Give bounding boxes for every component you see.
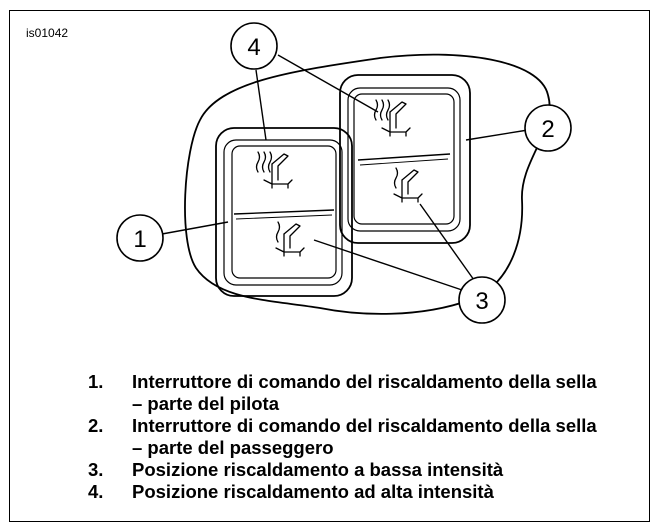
legend: 1. Interruttore di comando del riscaldam… (88, 371, 648, 503)
legend-text: Posizione riscaldamento a bassa intensit… (132, 459, 504, 480)
callout-label: 3 (475, 288, 488, 315)
rider-switch (215, 127, 353, 297)
callout-3: 3 (458, 276, 506, 324)
passenger-switch (339, 74, 471, 244)
legend-text: – parte del pilota (132, 393, 280, 414)
legend-text: Posizione riscaldamento ad alta intensit… (132, 481, 494, 502)
legend-item: 1. Interruttore di comando del riscaldam… (88, 371, 648, 393)
callout-2: 2 (524, 104, 572, 152)
legend-item-continuation: – parte del pilota (88, 393, 648, 415)
leader-lines (161, 54, 529, 291)
callout-1: 1 (116, 214, 164, 262)
legend-text: – parte del passeggero (132, 437, 334, 458)
legend-number: 4. (88, 481, 104, 502)
switch-panel-diagram: 1 2 3 4 (116, 22, 572, 324)
legend-number: 3. (88, 459, 104, 480)
legend-number: 2. (88, 415, 104, 436)
seat-heat-low-icon (393, 167, 423, 203)
legend-item: 2. Interruttore di comando del riscaldam… (88, 415, 648, 437)
legend-item: 4. Posizione riscaldamento ad alta inten… (88, 481, 648, 503)
callout-label: 2 (541, 116, 554, 143)
legend-text: Interruttore di comando del riscaldament… (132, 415, 597, 436)
legend-item-continuation: – parte del passeggero (88, 437, 648, 459)
callout-label: 1 (133, 226, 146, 253)
callout-4: 4 (230, 22, 278, 70)
switch-housing (184, 53, 551, 315)
seat-heat-high-icon (255, 151, 293, 189)
figure-id: is01042 (26, 26, 69, 40)
callout-label: 4 (247, 34, 260, 61)
legend-item: 3. Posizione riscaldamento a bassa inten… (88, 459, 648, 481)
legend-number: 1. (88, 371, 104, 392)
figure-frame (9, 10, 650, 522)
seat-heat-low-icon (275, 221, 305, 257)
seat-heat-high-icon (373, 99, 411, 137)
legend-text: Interruttore di comando del riscaldament… (132, 371, 597, 392)
